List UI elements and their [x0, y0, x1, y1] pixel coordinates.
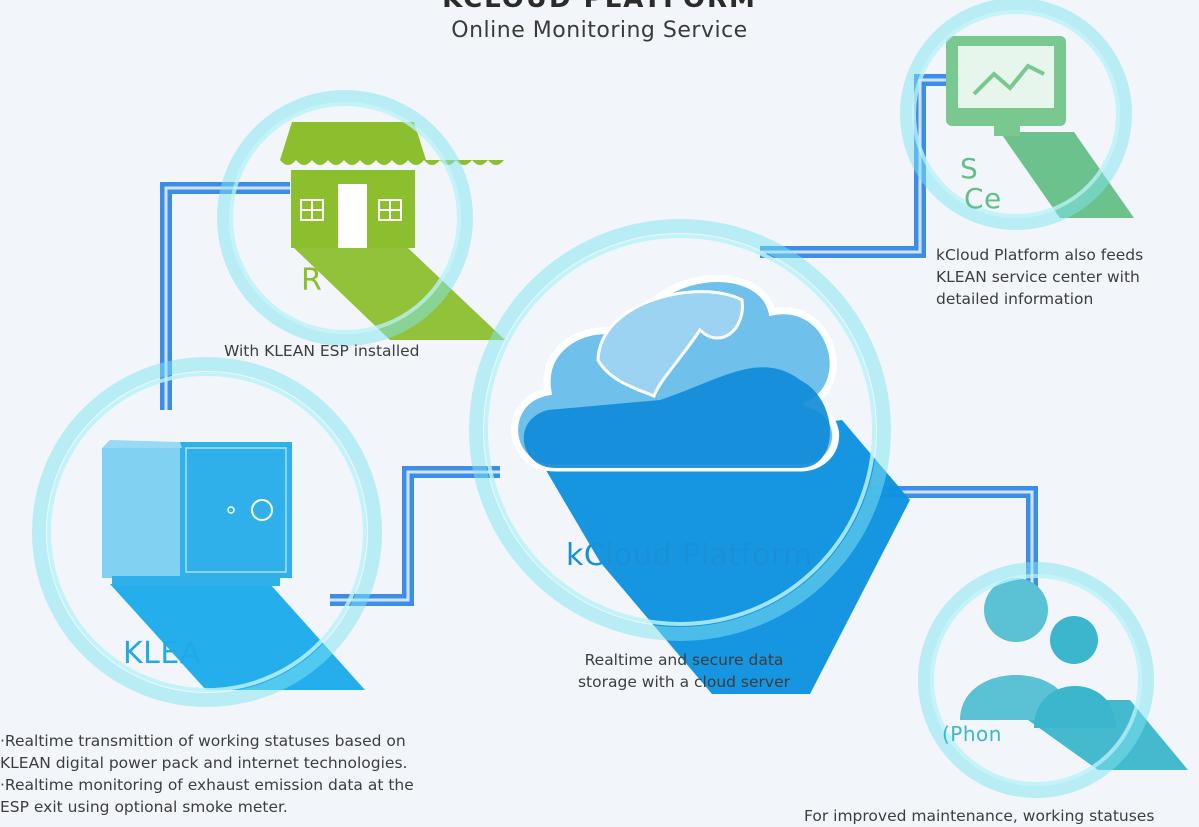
restaurant-ring [217, 90, 473, 346]
monitor-icon [946, 36, 1066, 136]
page-title: KCLOUD PLATFORM [0, 0, 1199, 14]
service-ring [900, 0, 1132, 230]
esp-caption-line: ESP exit using optional smoke meter. [0, 798, 288, 816]
kcloud-caption-line: storage with a cloud server [577, 673, 790, 691]
esp-caption-line: KLEAN digital power pack and internet te… [0, 754, 408, 772]
house-icon [280, 122, 504, 248]
page-subtitle: Online Monitoring Service [451, 18, 748, 43]
service-caption-line: kCloud Platform also feeds [936, 246, 1144, 264]
cloud-icon [511, 275, 840, 472]
esp-caption: ·Realtime transmittion of working status… [0, 730, 414, 818]
service-caption-line: KLEAN service center with [936, 268, 1140, 286]
restaurant-shadow [294, 248, 505, 340]
kcloud-shadow [540, 420, 910, 694]
esp-caption-line: ·Realtime transmittion of working status… [0, 732, 406, 750]
restaurant-label: R [301, 263, 323, 298]
service-center-caption: kCloud Platform also feeds KLEAN service… [936, 244, 1143, 310]
users-icon [960, 578, 1116, 728]
users-caption: For improved maintenance, working status… [804, 807, 1155, 825]
service-caption-line: detailed information [936, 290, 1094, 308]
kcloud-caption-line: Realtime and secure data [584, 651, 784, 669]
service-shadow [1000, 132, 1134, 218]
service-center-label-line1: S [960, 152, 979, 185]
esp-caption-line: ·Realtime monitoring of exhaust emission… [0, 776, 414, 794]
kcloud-ring [469, 219, 891, 641]
users-ring [918, 562, 1154, 798]
connector-restaurant-esp [160, 182, 290, 410]
esp-ring [32, 357, 382, 707]
kcloud-caption: Realtime and secure data storage with a … [567, 649, 801, 693]
restaurant-caption: With KLEAN ESP installed [224, 342, 420, 360]
users-label: (Phon [942, 722, 1002, 746]
connector-esp-kcloud [330, 466, 500, 606]
service-center-label-line2: Ce [964, 182, 1002, 215]
esp-label: KLEA [123, 636, 201, 671]
esp-machine-icon [102, 440, 292, 586]
kcloud-label: kCloud Platform [566, 538, 813, 573]
